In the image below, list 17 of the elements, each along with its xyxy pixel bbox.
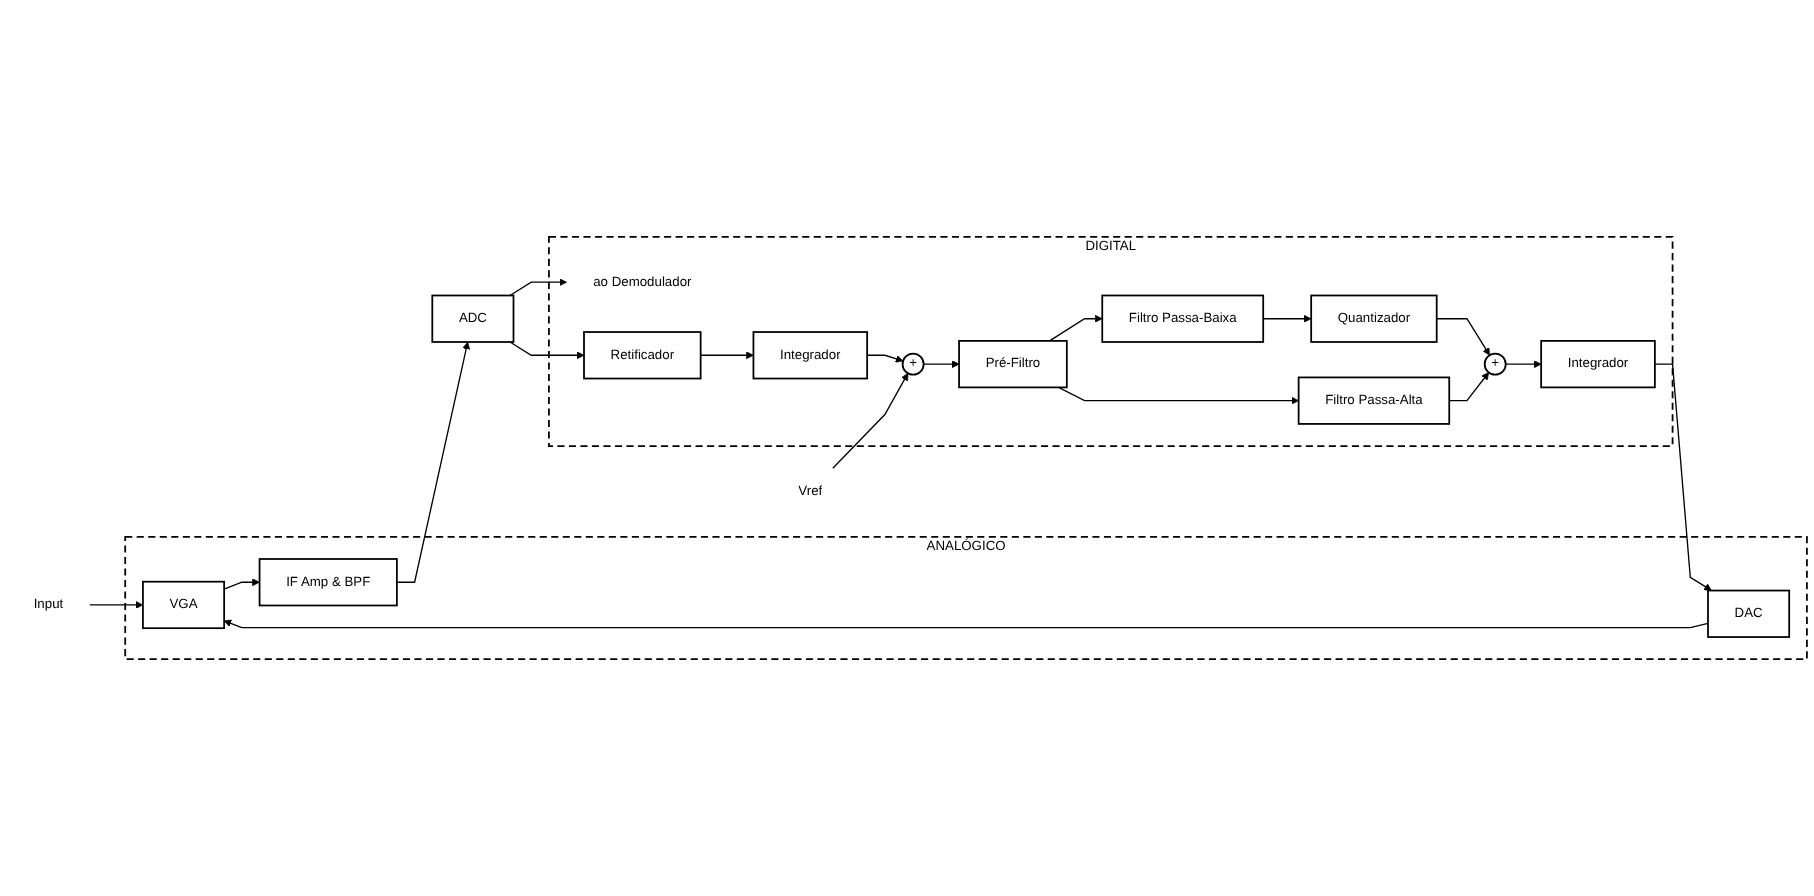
arrow (1262, 314, 1312, 323)
arrow (396, 341, 471, 583)
arrow (832, 372, 909, 469)
arrow (1436, 318, 1490, 356)
arrow (1505, 360, 1542, 369)
arrow (223, 619, 1709, 629)
arrow (223, 578, 260, 590)
arrow (1048, 314, 1103, 342)
arrow (509, 278, 567, 297)
arrow (89, 601, 144, 609)
arrow (866, 354, 904, 363)
arrow (509, 341, 585, 360)
arrow (1654, 363, 1712, 591)
arrow (922, 360, 960, 369)
arrow (1057, 386, 1299, 405)
arrow (1448, 372, 1490, 402)
arrow (700, 351, 754, 360)
